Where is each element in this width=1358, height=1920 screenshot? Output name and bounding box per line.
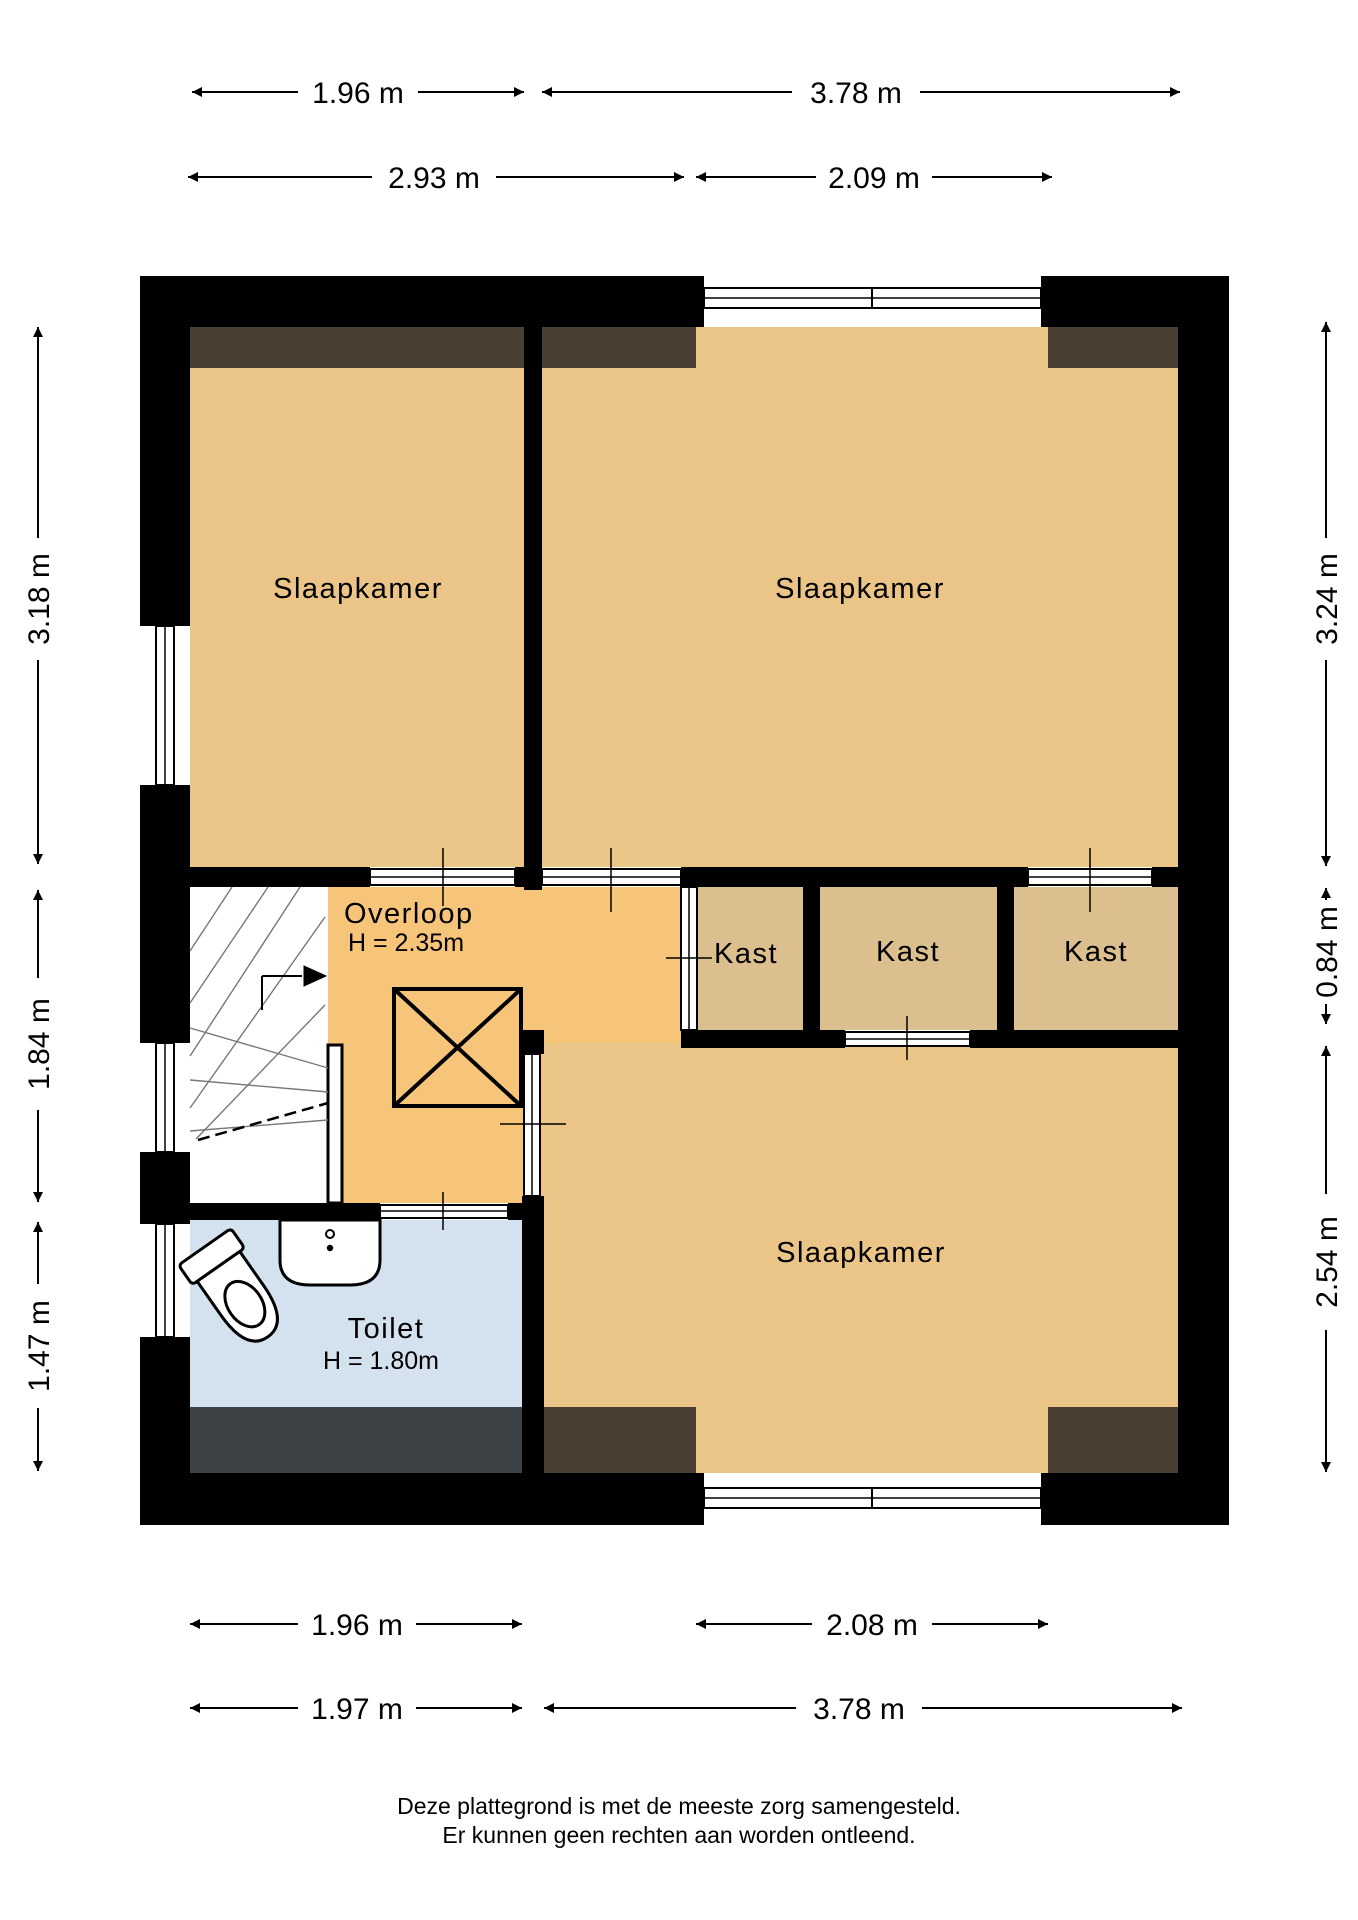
closet-2-floor	[820, 887, 997, 1030]
door	[500, 1053, 566, 1197]
door	[541, 848, 682, 912]
roof-slope	[190, 1407, 522, 1473]
roof-slope	[542, 327, 696, 368]
disclaimer: Deze plattegrond is met de meeste zorg s…	[0, 1792, 1358, 1850]
dimension-label: 3.78 m	[813, 1693, 905, 1726]
disclaimer-line: Er kunnen geen rechten aan worden ontlee…	[442, 1822, 916, 1848]
dimension-label: 0.84 m	[1311, 906, 1344, 998]
room-label-closet: Kast	[876, 936, 940, 968]
room-label-toilet: Toilet	[348, 1313, 425, 1345]
dimension-label: 1.84 m	[23, 998, 56, 1090]
roof-slope	[1048, 1407, 1178, 1473]
door	[379, 1192, 509, 1230]
window	[703, 287, 1042, 309]
exterior-walls	[140, 276, 1229, 1525]
washbasin-icon	[278, 1218, 382, 1287]
room-label-landing: Overloop	[344, 898, 474, 930]
roof-slope	[522, 1407, 696, 1473]
dimension-lines-top	[188, 87, 1180, 182]
windows	[155, 287, 1042, 1509]
closet-3-floor	[1014, 887, 1178, 1030]
room-height-landing: H = 2.35m	[348, 929, 464, 957]
hatch-icon	[392, 987, 523, 1108]
window	[155, 625, 175, 786]
dimension-label: 2.09 m	[828, 162, 920, 195]
dimension-lines-bottom	[190, 1619, 1182, 1713]
disclaimer-line: Deze plattegrond is met de meeste zorg s…	[397, 1793, 961, 1819]
bedroom-bottom-right-floor	[544, 1043, 1178, 1473]
room-label-bedroom: Slaapkamer	[776, 1237, 946, 1269]
stair-area-floor	[190, 887, 328, 1203]
closet-1-floor	[697, 887, 803, 1030]
staircase-icon	[189, 886, 329, 1142]
window	[703, 1487, 1042, 1509]
door	[1027, 848, 1153, 912]
dimension-label: 2.54 m	[1311, 1216, 1344, 1308]
dimension-label: 1.96 m	[311, 1609, 403, 1642]
roof-slope	[190, 327, 524, 368]
window	[155, 1042, 175, 1153]
interior-walls	[190, 327, 1178, 1473]
room-label-bedroom: Slaapkamer	[775, 573, 945, 605]
door	[369, 848, 516, 906]
dimension-label: 1.47 m	[23, 1300, 56, 1392]
room-label-bedroom: Slaapkamer	[273, 573, 443, 605]
room-label-closet: Kast	[714, 938, 778, 970]
room-label-closet: Kast	[1064, 936, 1128, 968]
dimension-label: 3.24 m	[1311, 553, 1344, 645]
dimension-label: 1.97 m	[311, 1693, 403, 1726]
door	[844, 1016, 971, 1060]
door	[666, 886, 712, 1031]
dimension-label: 3.18 m	[23, 553, 56, 645]
doors	[369, 848, 1153, 1230]
dimension-label: 2.93 m	[388, 162, 480, 195]
dimension-label: 2.08 m	[826, 1609, 918, 1642]
toilet-bowl-icon	[178, 1228, 279, 1343]
dimension-label: 1.96 m	[312, 77, 404, 110]
room-height-toilet: H = 1.80m	[323, 1347, 439, 1375]
bedroom-top-left-floor	[190, 327, 524, 867]
bedroom-top-right-floor	[542, 327, 1178, 867]
window	[155, 1223, 175, 1338]
dimension-label: 3.78 m	[810, 77, 902, 110]
roof-slope	[1048, 327, 1178, 368]
